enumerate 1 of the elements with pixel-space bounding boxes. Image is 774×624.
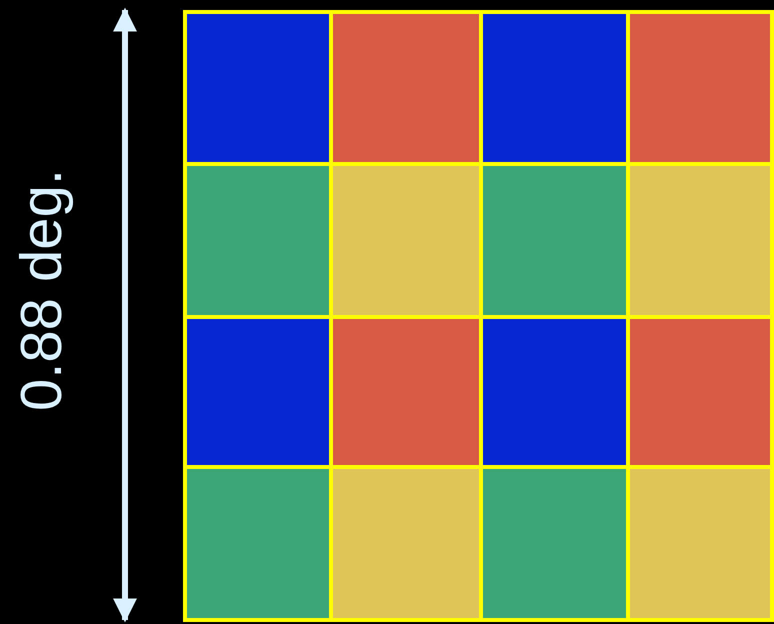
dimension-label: 0.88 deg.: [13, 169, 71, 411]
